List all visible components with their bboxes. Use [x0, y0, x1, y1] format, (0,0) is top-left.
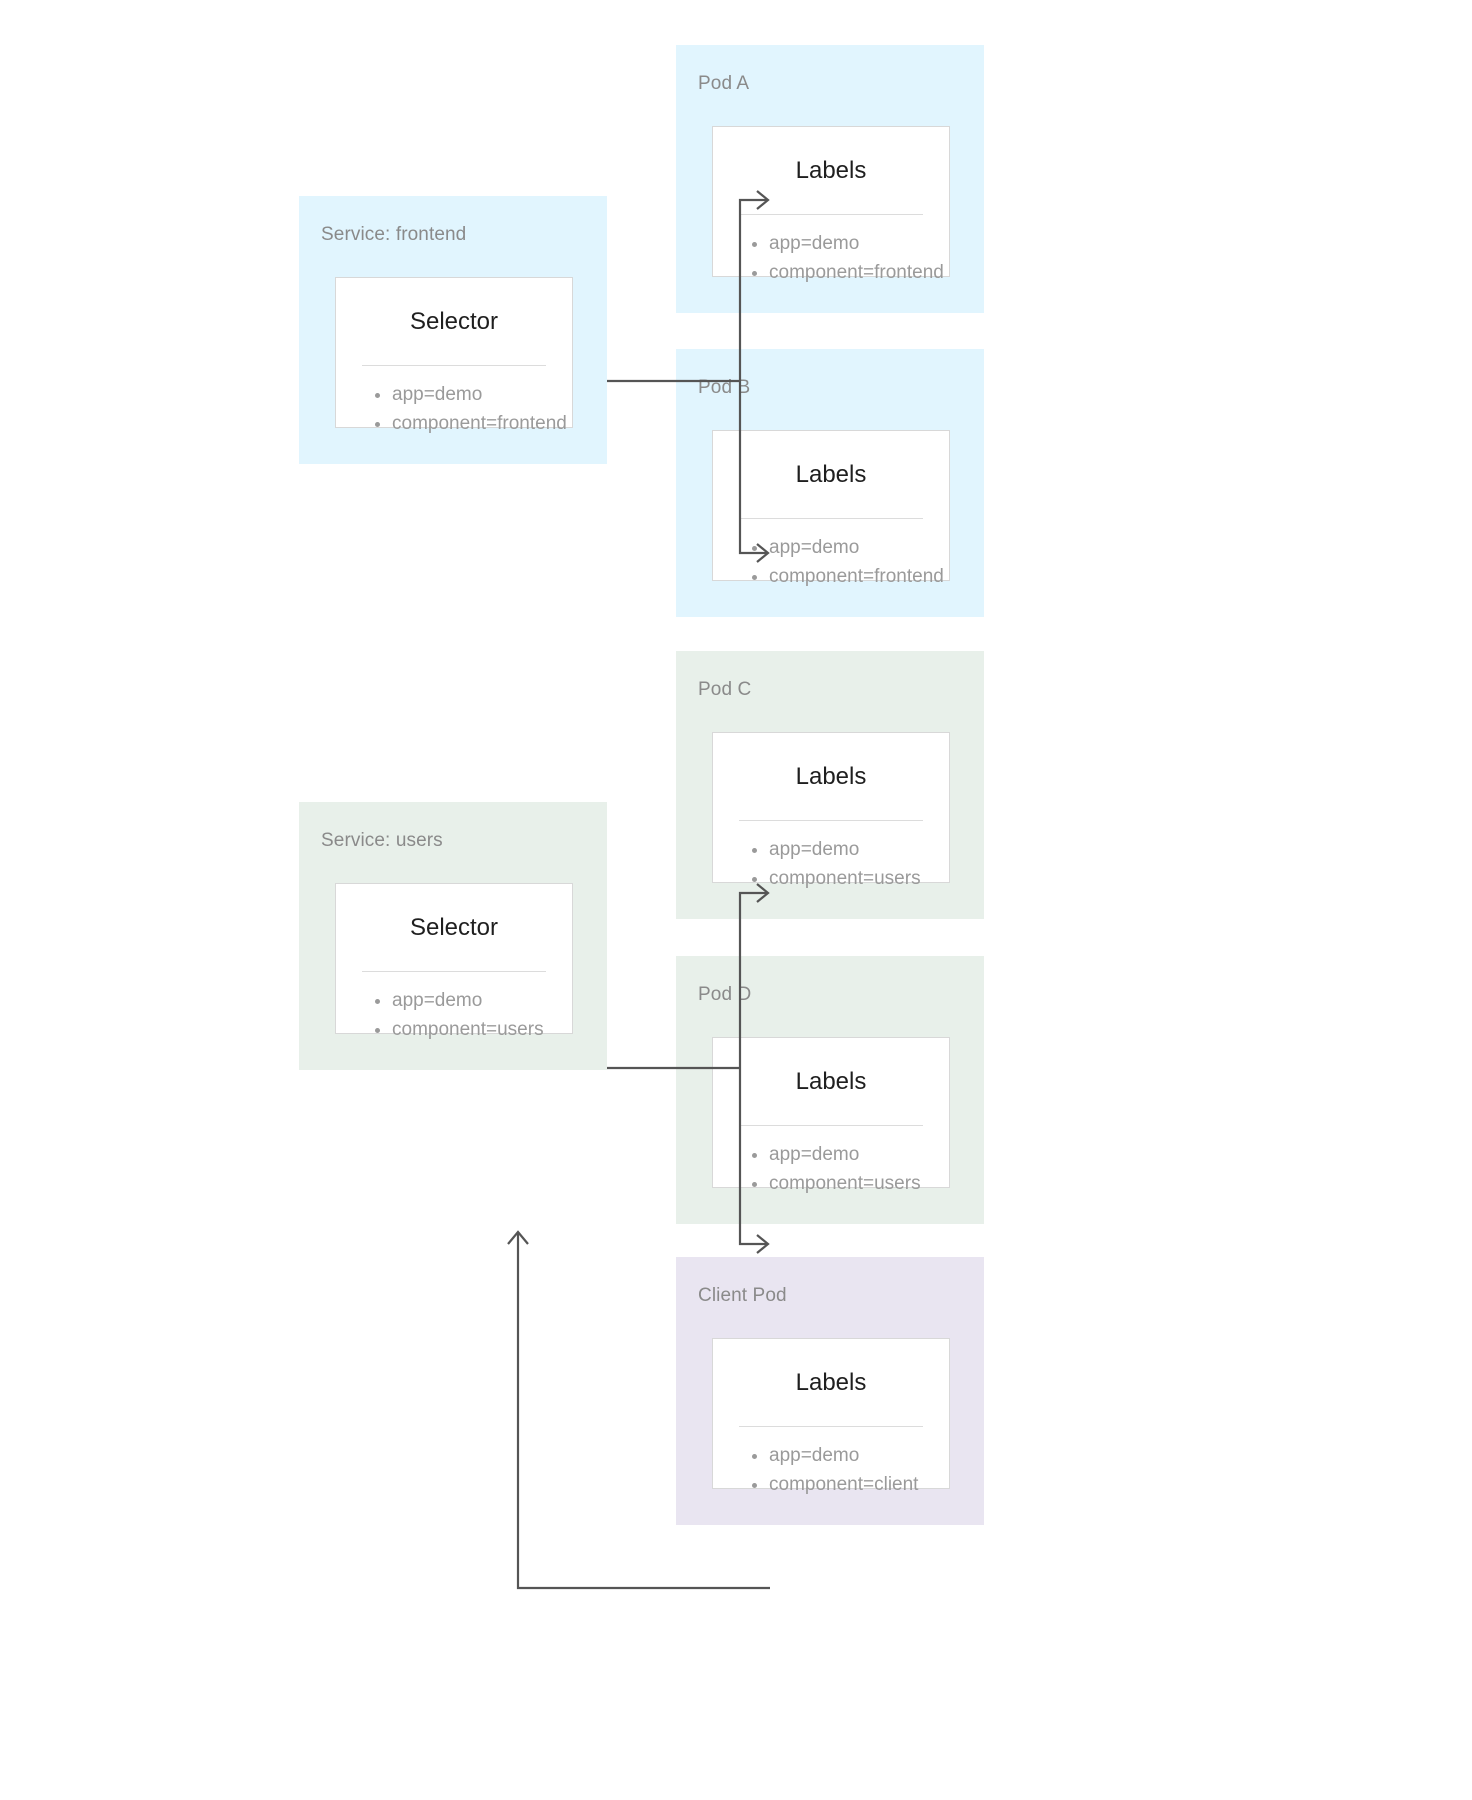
- selector-card-users: Selector app=demo component=users: [335, 883, 573, 1040]
- node-service-users[interactable]: Service: users Selector app=demo compone…: [299, 802, 607, 1070]
- card-divider: [739, 819, 923, 821]
- group-title-pod-d: Pod D: [698, 984, 752, 1005]
- card-divider: [739, 1124, 923, 1126]
- labels-card-client-pod: Labels app=demo component=client: [712, 1338, 950, 1495]
- list-item: component=users: [769, 864, 949, 893]
- list-item: component=frontend: [769, 258, 949, 287]
- list-item: app=demo: [769, 533, 949, 562]
- selector-list-users: app=demo component=users: [336, 986, 572, 1044]
- card-title-labels-client-pod: Labels: [795, 1369, 867, 1396]
- list-item: app=demo: [769, 229, 949, 258]
- node-pod-d[interactable]: Pod D Labels app=demo component=users: [676, 956, 984, 1224]
- list-item: app=demo: [392, 986, 572, 1015]
- card-title-selector-users: Selector: [409, 914, 499, 941]
- card-divider: [362, 364, 546, 366]
- card-divider: [739, 213, 923, 215]
- card-divider: [362, 970, 546, 972]
- list-item: component=frontend: [392, 409, 572, 438]
- list-item: component=users: [392, 1015, 572, 1044]
- arrowhead-icon: [507, 1230, 529, 1245]
- card-divider: [739, 1425, 923, 1427]
- node-service-frontend[interactable]: Service: frontend Selector app=demo comp…: [299, 196, 607, 464]
- group-title-pod-c: Pod C: [698, 679, 752, 700]
- node-pod-a[interactable]: Pod A Labels app=demo component=frontend: [676, 45, 984, 313]
- arrowhead-icon: [756, 1234, 770, 1254]
- selector-card-frontend: Selector app=demo component=frontend: [335, 277, 573, 434]
- list-item: app=demo: [769, 1441, 949, 1470]
- node-client-pod[interactable]: Client Pod Labels app=demo component=cli…: [676, 1257, 984, 1525]
- list-item: app=demo: [769, 835, 949, 864]
- card-title-labels-pod-a: Labels: [795, 157, 867, 184]
- labels-list-pod-c: app=demo component=users: [713, 835, 949, 893]
- group-title-service-frontend: Service: frontend: [321, 224, 467, 245]
- labels-card-pod-c: Labels app=demo component=users: [712, 732, 950, 889]
- group-title-client-pod: Client Pod: [698, 1285, 787, 1306]
- node-pod-b[interactable]: Pod B Labels app=demo component=frontend: [676, 349, 984, 617]
- labels-list-pod-d: app=demo component=users: [713, 1140, 949, 1198]
- list-item: component=frontend: [769, 562, 949, 591]
- labels-card-pod-b: Labels app=demo component=frontend: [712, 430, 950, 587]
- labels-card-pod-a: Labels app=demo component=frontend: [712, 126, 950, 283]
- card-title-selector-frontend: Selector: [409, 308, 499, 335]
- group-title-pod-a: Pod A: [698, 73, 750, 94]
- group-title-service-users: Service: users: [321, 830, 443, 851]
- node-pod-c[interactable]: Pod C Labels app=demo component=users: [676, 651, 984, 919]
- labels-list-client-pod: app=demo component=client: [713, 1441, 949, 1499]
- card-divider: [739, 517, 923, 519]
- group-title-pod-b: Pod B: [698, 377, 751, 398]
- list-item: component=users: [769, 1169, 949, 1198]
- card-title-labels-pod-c: Labels: [795, 763, 867, 790]
- list-item: component=client: [769, 1470, 949, 1499]
- list-item: app=demo: [769, 1140, 949, 1169]
- labels-card-pod-d: Labels app=demo component=users: [712, 1037, 950, 1194]
- labels-list-pod-a: app=demo component=frontend: [713, 229, 949, 287]
- card-title-labels-pod-d: Labels: [795, 1068, 867, 1095]
- list-item: app=demo: [392, 380, 572, 409]
- card-title-labels-pod-b: Labels: [795, 461, 867, 488]
- labels-list-pod-b: app=demo component=frontend: [713, 533, 949, 591]
- selector-list-frontend: app=demo component=frontend: [336, 380, 572, 438]
